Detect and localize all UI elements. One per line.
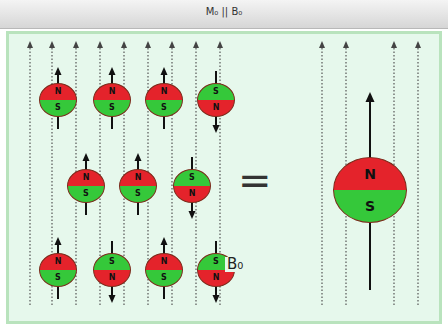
spin-magnet: NS: [119, 169, 157, 203]
pole-letter: S: [68, 186, 104, 202]
spin-magnet: SN: [197, 83, 235, 117]
pole-letter: N: [94, 84, 130, 100]
spin-magnet: NS: [145, 83, 183, 117]
pole-letter: S: [174, 170, 210, 186]
spin-magnet: NS: [39, 253, 77, 287]
pole-letter: N: [120, 170, 156, 186]
pole-letter: N: [198, 270, 234, 286]
spin-magnet: SN: [93, 253, 131, 287]
pole-letter: S: [146, 100, 182, 116]
net-magnet: NS: [333, 157, 407, 223]
pole-letter: S: [334, 190, 406, 222]
field-label: B₀: [225, 257, 245, 272]
pole-letter: S: [198, 84, 234, 100]
pole-letter: S: [94, 100, 130, 116]
equals-sign: =: [236, 160, 274, 200]
pole-letter: N: [40, 254, 76, 270]
spin-magnet: NS: [39, 83, 77, 117]
pole-letter: N: [146, 84, 182, 100]
spin-magnet: SN: [173, 169, 211, 203]
pole-letter: N: [40, 84, 76, 100]
title-text: M₀ || B₀: [0, 6, 448, 17]
spin-magnet: NS: [93, 83, 131, 117]
pole-letter: N: [94, 270, 130, 286]
pole-letter: N: [174, 186, 210, 202]
pole-letter: S: [40, 100, 76, 116]
spin-magnet: NS: [145, 253, 183, 287]
pole-letter: N: [334, 158, 406, 190]
spin-magnet: NS: [67, 169, 105, 203]
pole-letter: S: [40, 270, 76, 286]
pole-letter: N: [198, 100, 234, 116]
pole-letter: N: [146, 254, 182, 270]
pole-letter: S: [120, 186, 156, 202]
pole-letter: N: [68, 170, 104, 186]
pole-letter: S: [94, 254, 130, 270]
pole-letter: S: [146, 270, 182, 286]
